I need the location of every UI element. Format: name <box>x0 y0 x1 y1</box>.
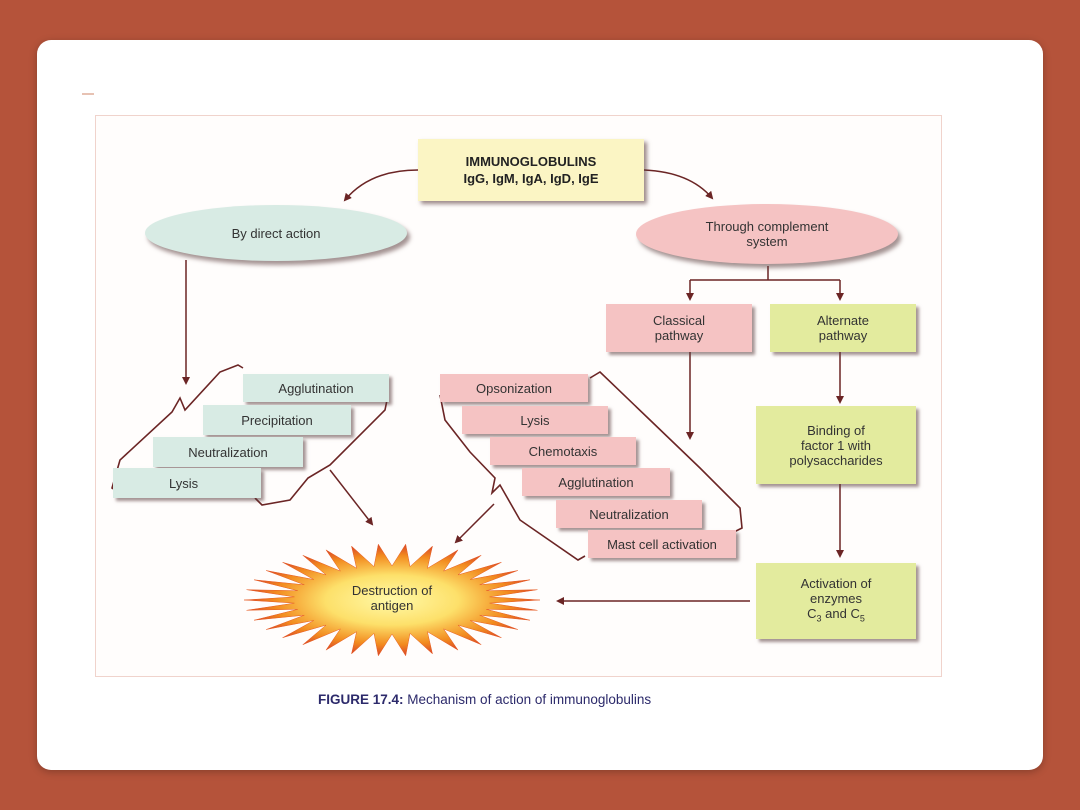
arrow-title-to-direct <box>343 169 419 202</box>
arrow-title-to-complement <box>643 169 714 200</box>
activation-label-2: enzymes <box>809 590 863 606</box>
arrow-left-to-destruction <box>329 469 374 526</box>
mid-step-label: Chemotaxis <box>528 443 598 459</box>
activation-sub-3: 3 <box>816 613 822 624</box>
left-step-agglutination: Agglutination <box>243 374 389 402</box>
binding-box: Binding of factor 1 with polysaccharides <box>756 406 916 484</box>
activation-box: Activation of enzymes C3 and C5 <box>756 563 916 639</box>
complement-label-1: Through complement <box>705 219 829 234</box>
left-step-label: Lysis <box>169 475 199 491</box>
immunoglobulins-box: IMMUNOGLOBULINS IgG, IgM, IgA, IgD, IgE <box>418 139 644 201</box>
activation-label-1: Activation of <box>800 575 872 591</box>
activation-and: and C <box>821 605 860 621</box>
activation-c: C <box>807 605 817 621</box>
mid-step-opsonization: Opsonization <box>440 374 588 402</box>
left-step-lysis: Lysis <box>113 468 261 498</box>
mid-step-neutralization: Neutralization <box>556 500 702 528</box>
binding-label-3: polysaccharides <box>789 452 883 468</box>
mid-step-chemotaxis: Chemotaxis <box>490 437 636 465</box>
line-complement-split <box>690 266 840 281</box>
mid-step-label: Lysis <box>520 412 550 428</box>
complement-label-2: system <box>746 234 788 249</box>
caption-text: Mechanism of action of immunoglobulins <box>403 692 652 707</box>
mid-step-label: Opsonization <box>476 380 552 396</box>
mid-step-agglutination: Agglutination <box>522 468 670 496</box>
activation-label-3: C3 and C5 <box>807 606 865 627</box>
destruction-label-1: Destruction of <box>351 583 433 598</box>
caption-label: FIGURE 17.4: <box>318 692 404 707</box>
mid-step-lysis: Lysis <box>462 406 608 434</box>
decor-dash <box>82 93 94 95</box>
destruction-starburst <box>243 543 541 657</box>
direct-action-label: By direct action <box>231 225 321 241</box>
left-step-label: Agglutination <box>278 380 354 396</box>
classical-pathway-box: Classical pathway <box>606 304 752 352</box>
figure-caption: FIGURE 17.4: Mechanism of action of immu… <box>318 692 651 707</box>
middle-bracket-left <box>439 394 586 561</box>
complement-oval: Through complement system <box>636 204 898 264</box>
left-step-label: Neutralization <box>188 444 268 460</box>
activation-sub-5: 5 <box>859 613 865 624</box>
immunoglobulins-types: IgG, IgM, IgA, IgD, IgE <box>463 171 599 186</box>
direct-action-oval: By direct action <box>145 205 407 261</box>
binding-label-1: Binding of <box>807 422 865 438</box>
mid-step-mast-cell: Mast cell activation <box>588 530 736 558</box>
immunoglobulins-title: IMMUNOGLOBULINS <box>465 154 597 169</box>
mid-step-label: Agglutination <box>558 474 634 490</box>
binding-label-2: factor 1 with <box>800 437 872 453</box>
left-step-neutralization: Neutralization <box>153 437 303 467</box>
alternate-label-2: pathway <box>818 328 868 343</box>
alternate-label-1: Alternate <box>816 313 870 328</box>
classical-label-2: pathway <box>654 328 704 343</box>
middle-bracket-right <box>589 370 743 535</box>
classical-label-1: Classical <box>652 313 705 328</box>
mid-step-label: Mast cell activation <box>607 536 717 552</box>
alternate-pathway-box: Alternate pathway <box>770 304 916 352</box>
destruction-label-2: antigen <box>370 598 414 613</box>
left-step-precipitation: Precipitation <box>203 405 351 435</box>
destruction-label: Destruction of antigen <box>330 583 454 613</box>
mid-step-label: Neutralization <box>589 506 669 522</box>
arrow-middle-to-destruction <box>454 503 495 544</box>
left-step-label: Precipitation <box>241 412 313 428</box>
